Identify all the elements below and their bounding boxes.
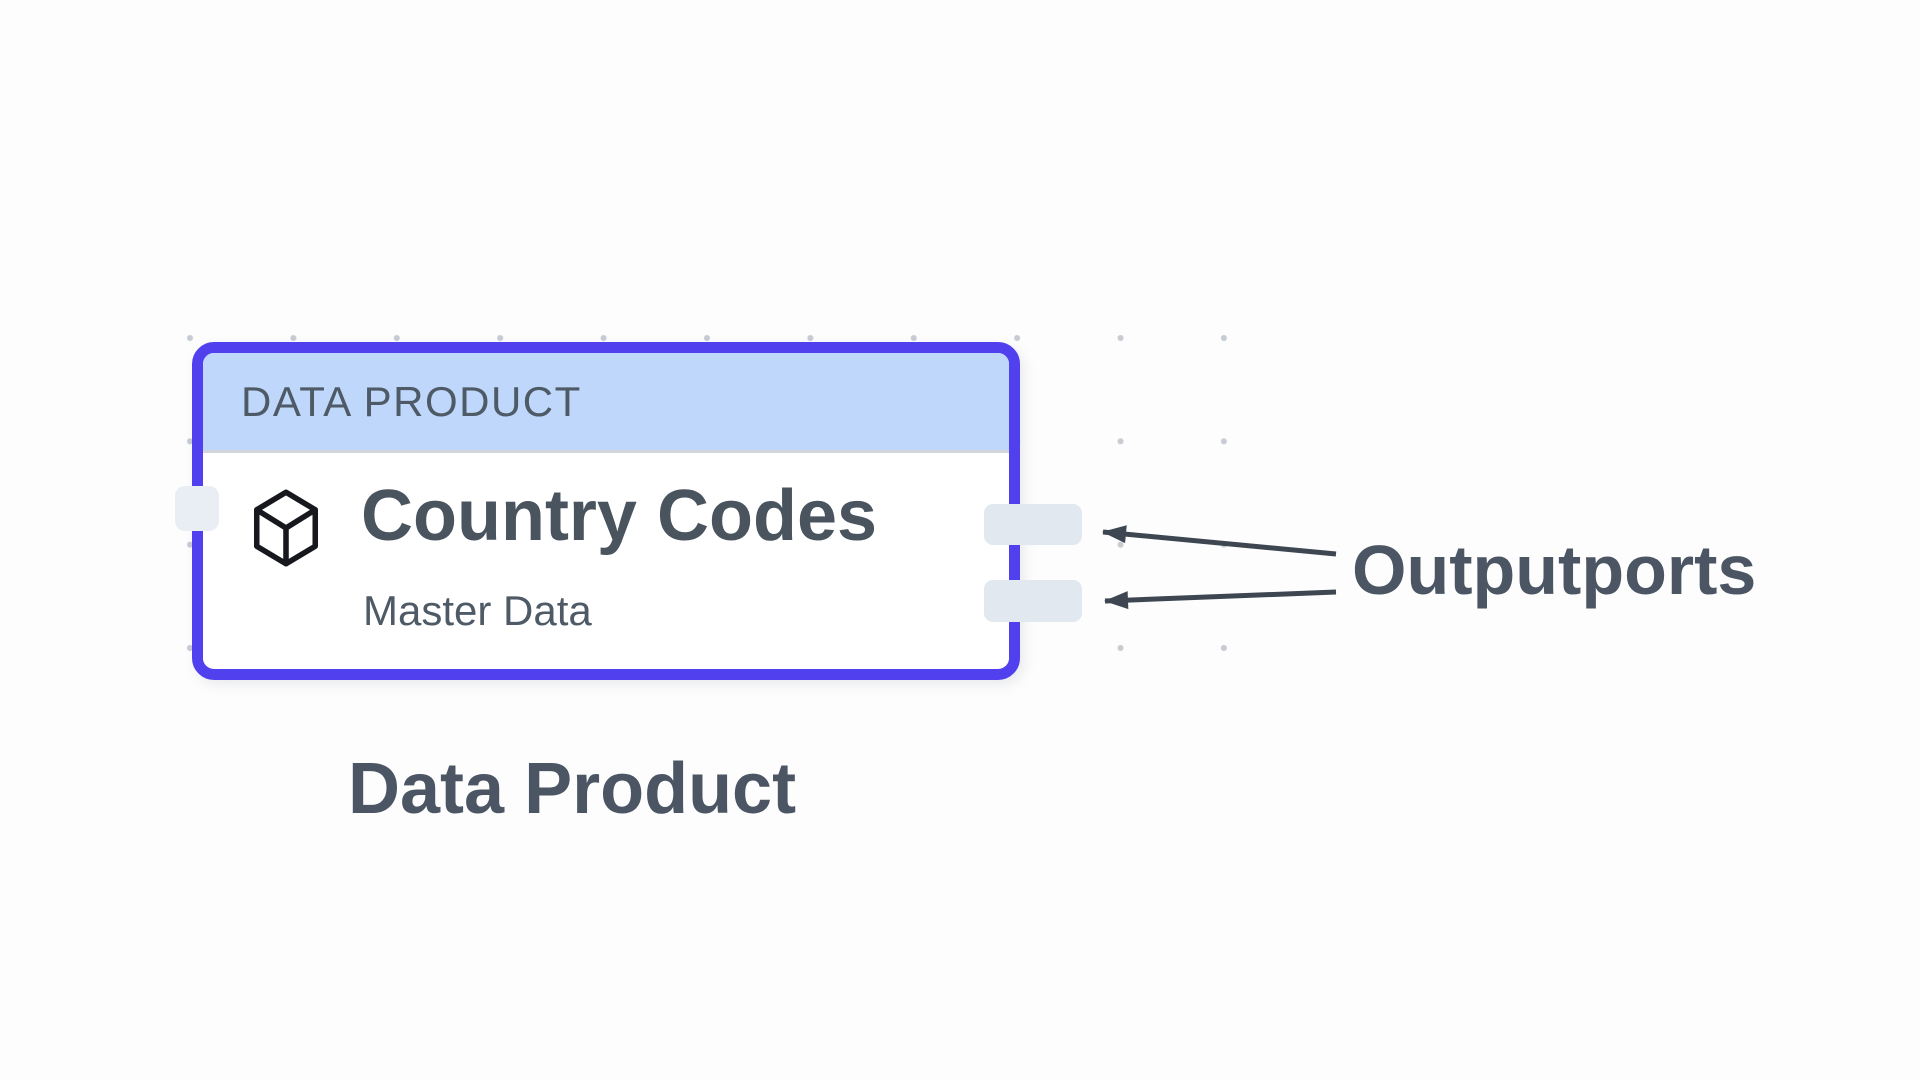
outputports-label: Outputports (1352, 531, 1757, 609)
node-type-label: DATA PRODUCT (241, 377, 582, 425)
cube-icon (247, 485, 325, 576)
output-port-2[interactable] (984, 580, 1082, 622)
node-caption: Data Product (348, 749, 797, 829)
input-port[interactable] (175, 486, 219, 531)
node-title: Country Codes (361, 476, 878, 556)
data-product-node[interactable]: DATA PRODUCT Country Codes Master Data (192, 342, 1020, 680)
node-header: DATA PRODUCT (203, 353, 1009, 453)
node-body: Country Codes Master Data (203, 453, 1009, 666)
node-subtitle: Master Data (363, 587, 592, 634)
output-port-1[interactable] (984, 504, 1082, 545)
